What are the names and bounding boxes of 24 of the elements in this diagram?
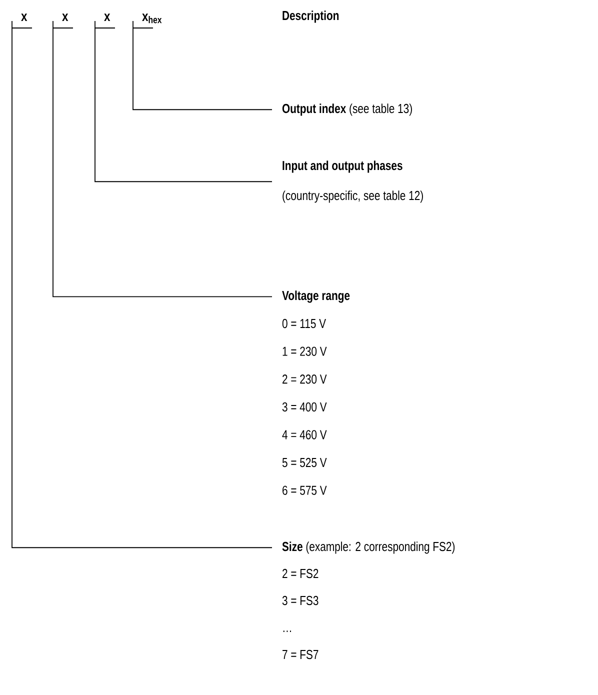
value-line: 4 = 460 V [282, 430, 327, 440]
leader-line [52, 20, 272, 298]
description-heading: Output index (see table 13) [282, 104, 412, 116]
leader-line [132, 20, 272, 110]
value-line: 3 = 400 V [282, 402, 327, 412]
value-line: 2 = 230 V [282, 374, 327, 384]
value-line: … [283, 630, 291, 632]
value-line: 7 = FS7 [282, 650, 318, 660]
value-line: 6 = 575 V [282, 486, 327, 495]
column-heading: Description [282, 10, 339, 23]
code-character: x [21, 14, 28, 21]
value-line: 1 = 230 V [282, 346, 327, 356]
value-line: 0 = 115 V [282, 318, 326, 328]
description-heading: Voltage range [282, 290, 350, 303]
description-heading: Size (example: 2 corresponding FS2) [282, 542, 455, 554]
code-character: x [104, 14, 110, 21]
value-line: 3 = FS3 [282, 596, 318, 606]
description-heading: Input and output phases (country-specific, see table 12) [282, 160, 423, 203]
value-line: 2 = FS2 [282, 568, 318, 578]
leader-line [94, 20, 272, 182]
code-character: x$_{hex}$ [142, 14, 162, 24]
leader-line [12, 20, 272, 548]
value-line: 5 = 525 V [282, 458, 327, 468]
code-character: x [62, 14, 68, 21]
